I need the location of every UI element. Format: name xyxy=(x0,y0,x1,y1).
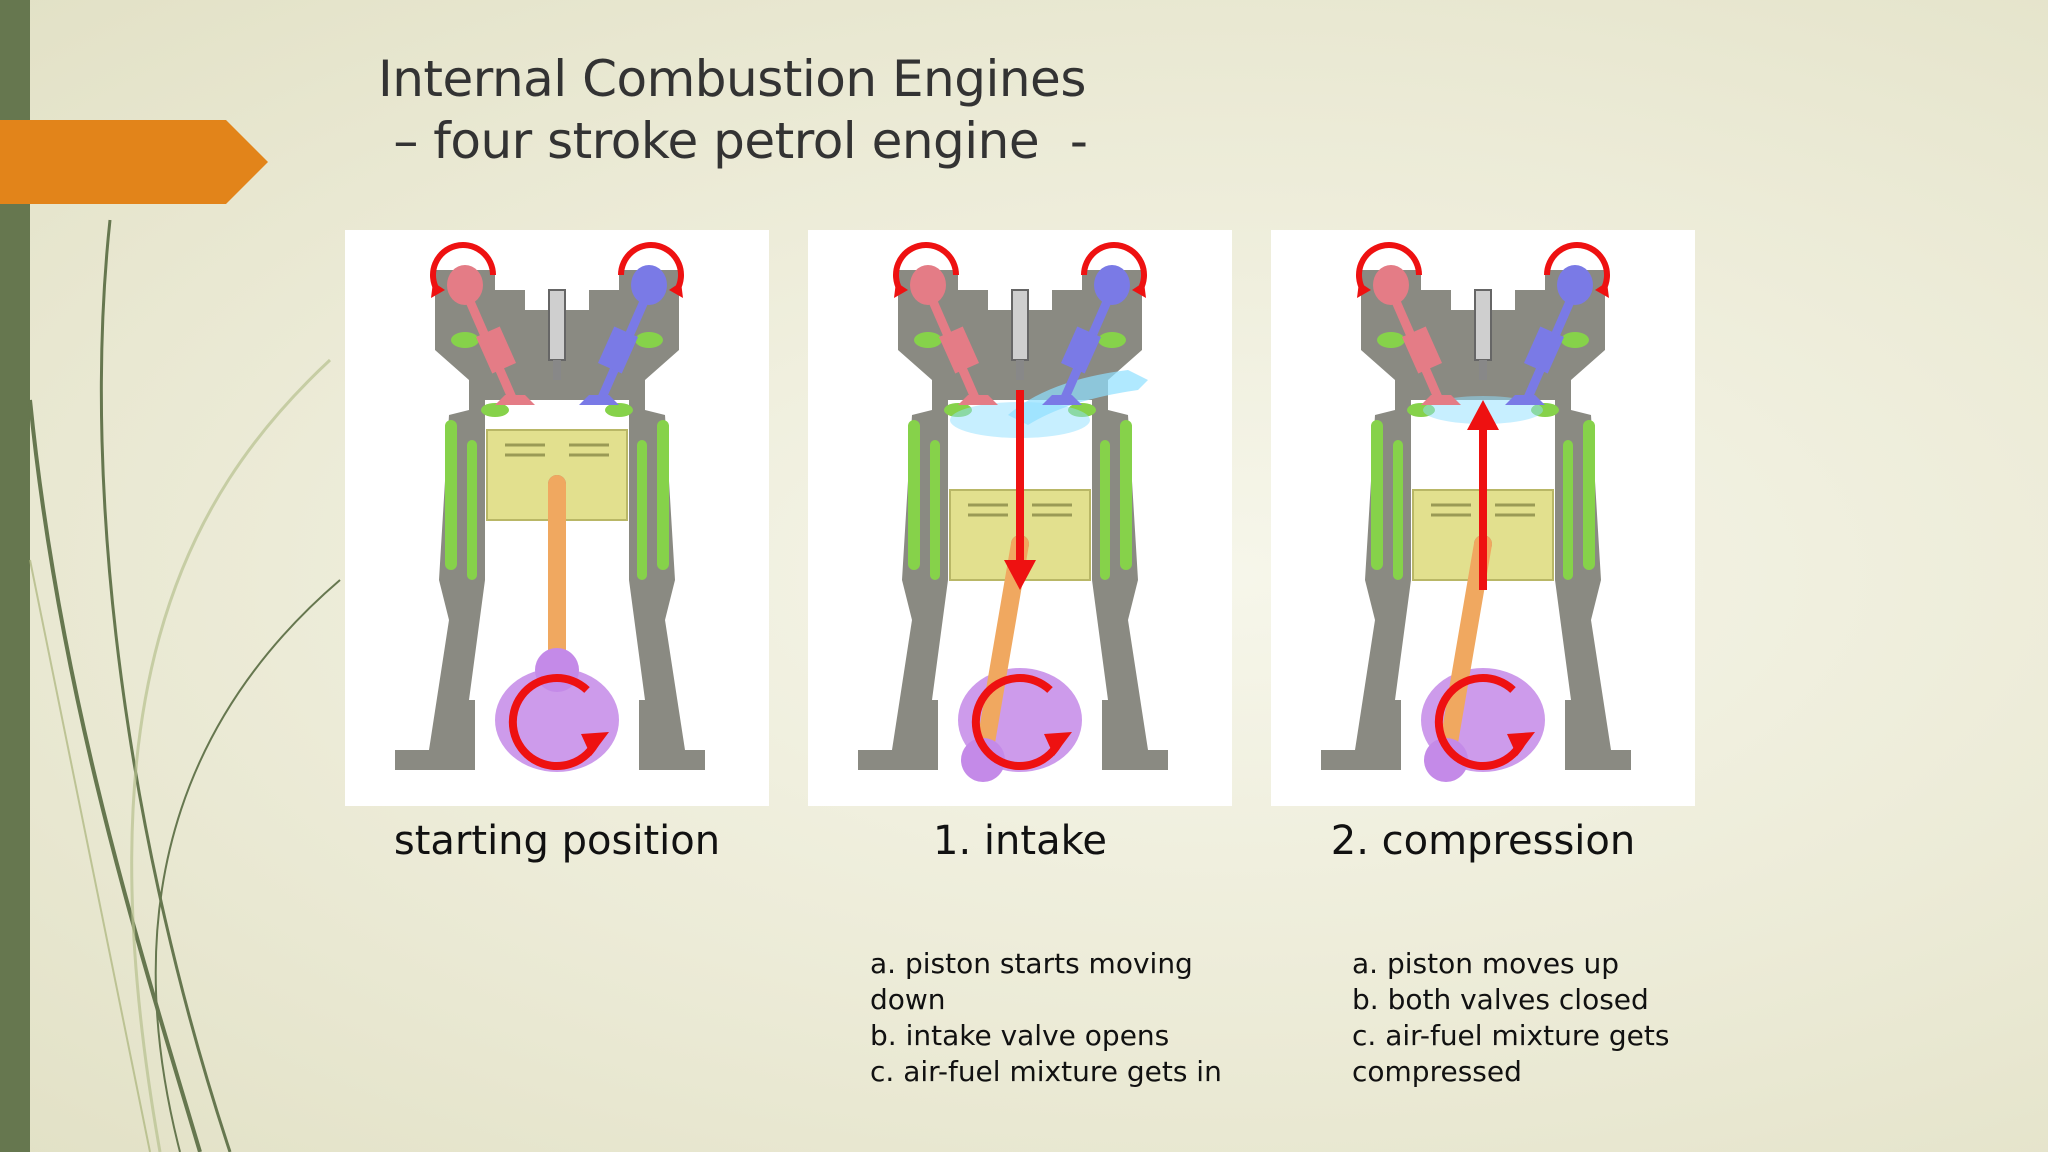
engine-diagram-intake xyxy=(858,242,1168,782)
engine-panel-start xyxy=(345,230,769,806)
title-line-2: – four stroke petrol engine - xyxy=(378,112,1088,170)
title-line-1: Internal Combustion Engines xyxy=(378,50,1086,108)
steps-compression: a. piston moves up b. both valves closed… xyxy=(1352,946,1712,1090)
engine-block xyxy=(1321,242,1631,782)
engine-panel-intake xyxy=(808,230,1232,806)
engine-block xyxy=(858,242,1168,782)
step-a: a. piston moves up xyxy=(1352,947,1620,980)
engine-diagram-start xyxy=(395,242,705,772)
grass-decoration xyxy=(28,219,341,1152)
step-b: b. intake valve opens xyxy=(870,1019,1170,1052)
step-c: c. air-fuel mixture gets compressed xyxy=(1352,1019,1670,1088)
caption-intake: 1. intake xyxy=(933,818,1107,864)
slide-title: Internal Combustion Engines – four strok… xyxy=(378,48,1278,172)
engine-block xyxy=(395,242,705,772)
step-a: a. piston starts moving down xyxy=(870,947,1193,1016)
engine-diagram-compression xyxy=(1321,242,1631,782)
engine-panel-compression xyxy=(1271,230,1695,806)
caption-start: starting position xyxy=(393,818,721,864)
step-b: b. both valves closed xyxy=(1352,983,1649,1016)
step-c: c. air-fuel mixture gets in xyxy=(870,1055,1222,1088)
arrow-tab-shape xyxy=(0,120,268,204)
caption-compression: 2. compression xyxy=(1330,818,1636,864)
steps-intake: a. piston starts moving down b. intake v… xyxy=(870,946,1230,1090)
